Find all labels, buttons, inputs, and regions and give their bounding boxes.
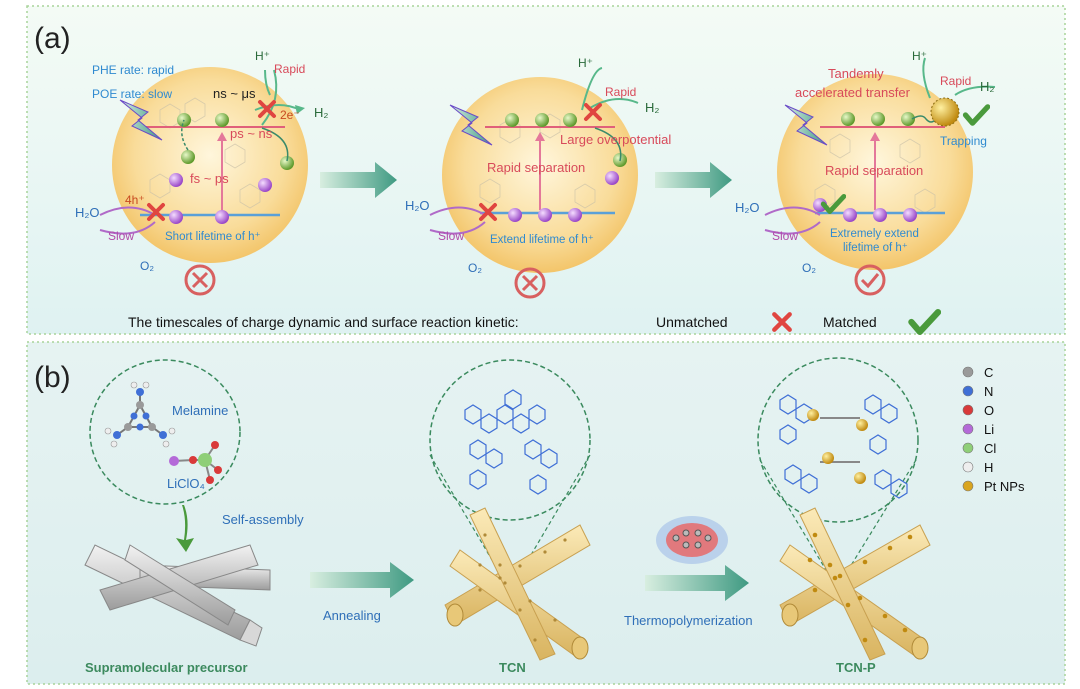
s2-slow: Slow: [438, 229, 464, 243]
legend-label: Pt NPs: [984, 479, 1025, 494]
scene-3: H⁺ Tandemly accelerated transfer Rapid H…: [735, 49, 996, 296]
s1-sad-icon: [184, 264, 216, 296]
scene-1: PHE rate: rapid POE rate: slow H⁺ ns ~ μ…: [75, 49, 328, 296]
legend-item: N: [962, 384, 993, 399]
dopant-molecule: [656, 516, 728, 564]
s1-h2o: H₂O: [75, 205, 100, 220]
legend-item: Pt NPs: [962, 479, 1025, 494]
s3-tandem-1: Tandemly: [828, 66, 884, 81]
panel-a-label: (a): [34, 22, 71, 55]
s3-h2o: H₂O: [735, 200, 760, 215]
poe-rate: POE rate: slow: [92, 87, 172, 101]
legend-swatch: [962, 366, 974, 378]
legend-swatch: [962, 480, 974, 492]
s3-o2: O₂: [802, 261, 816, 275]
legend-label: H: [984, 460, 993, 475]
legend-swatch: [962, 385, 974, 397]
s1-h2: H₂: [314, 105, 328, 120]
melamine-molecule: [104, 381, 176, 448]
pt-nanoparticle: [931, 98, 959, 126]
legend-label: C: [984, 365, 993, 380]
annealing-arrow: [310, 562, 414, 598]
legend-label: Cl: [984, 441, 996, 456]
legend-swatch: [962, 461, 974, 473]
melamine-label: Melamine: [172, 403, 228, 418]
panel-b-label: (b): [34, 361, 71, 394]
s1-rapid: Rapid: [274, 62, 305, 76]
s2-h2o: H₂O: [405, 198, 430, 213]
supramolecular-rods: [84, 544, 271, 647]
annealing-label: Annealing: [323, 608, 381, 623]
legend-swatch: [962, 442, 974, 454]
phe-rate: PHE rate: rapid: [92, 63, 174, 77]
s3-lifetime-2: lifetime of h⁺: [843, 242, 908, 254]
s2-sad-icon: [514, 267, 546, 299]
s1-fs-ps: fs ~ ps: [190, 171, 229, 186]
legend-item: H: [962, 460, 993, 475]
s3-slow: Slow: [772, 229, 798, 243]
legend-swatch: [962, 404, 974, 416]
s3-h-plus: H⁺: [912, 49, 927, 63]
s2-rapid: Rapid: [605, 85, 636, 99]
s2-h-plus: H⁺: [578, 56, 593, 70]
legend-item: Cl: [962, 441, 996, 456]
s2-lifetime: Extend lifetime of h⁺: [490, 234, 594, 246]
tcn-p-rods: [779, 507, 931, 661]
s1-four-h: 4h⁺: [125, 193, 145, 207]
self-assembly-arrow: [176, 505, 194, 552]
tcn-label: TCN: [499, 660, 526, 675]
unmatched-label: Unmatched: [656, 314, 728, 330]
legend-label: O: [984, 403, 994, 418]
tcn-p-label: TCN-P: [836, 660, 876, 675]
s1-ps-ns: ps ~ ns: [230, 126, 273, 141]
s3-trapping: Trapping: [940, 134, 987, 148]
s2-overpotential: Large overpotential: [560, 132, 671, 147]
s1-h-plus: H⁺: [255, 49, 270, 63]
s3-tandem-2: accelerated transfer: [795, 85, 911, 100]
liclo4-molecule: [169, 441, 222, 484]
s3-separation: Rapid separation: [825, 163, 923, 178]
s2-o2: O₂: [468, 261, 482, 275]
precursor-molecules: Melamine LiClO₄: [89, 359, 241, 505]
s1-lifetime: Short lifetime of h⁺: [165, 231, 261, 243]
s1-two-e: 2e⁻: [280, 108, 300, 122]
s2-separation: Rapid separation: [487, 160, 585, 175]
legend-item: Li: [962, 422, 994, 437]
legend-swatch: [962, 423, 974, 435]
s3-h2: H₂: [980, 79, 994, 94]
self-assembly-label: Self-assembly: [222, 512, 304, 527]
s1-o2: O₂: [140, 259, 154, 273]
legend-label: Li: [984, 422, 994, 437]
legend-item: O: [962, 403, 994, 418]
tcn-p-structure: [757, 357, 919, 581]
s3-rapid: Rapid: [940, 74, 971, 88]
s1-ns-us: ns ~ μs: [213, 86, 256, 101]
thermopolymerization-arrow: [645, 565, 749, 601]
supramolecular-label: Supramolecular precursor: [85, 660, 248, 675]
liclo4-label: LiClO₄: [167, 476, 205, 491]
timescale-caption: The timescales of charge dynamic and sur…: [128, 314, 519, 330]
s1-slow: Slow: [108, 229, 134, 243]
s2-h2: H₂: [645, 100, 659, 115]
arrow-1: [320, 162, 397, 198]
tcn-rods: [444, 507, 591, 661]
scene-2: H⁺ Rapid H₂ Large overpotential Rapid se…: [405, 56, 671, 299]
thermopolymerization-label: Thermopolymerization: [624, 613, 753, 628]
matched-label: Matched: [823, 314, 877, 330]
s3-happy-icon: [854, 264, 886, 296]
arrow-2: [655, 162, 732, 198]
legend-label: N: [984, 384, 993, 399]
s3-lifetime-1: Extremely extend: [830, 228, 919, 240]
legend-item: C: [962, 365, 993, 380]
